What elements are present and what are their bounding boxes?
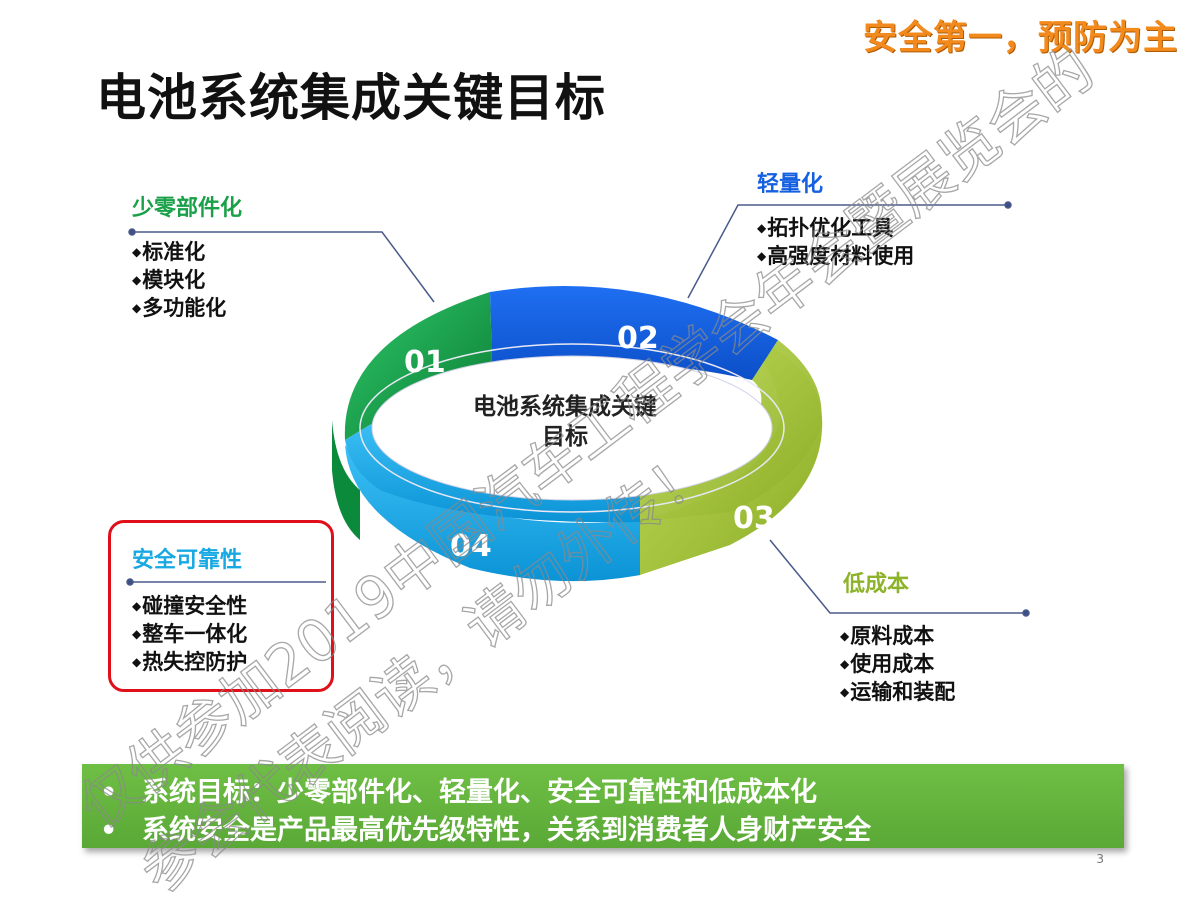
segment-04-number: 04	[450, 529, 492, 564]
page-number: 3	[1096, 852, 1104, 866]
ring-side-cyan	[345, 445, 640, 582]
list-item: ◆拓扑优化工具	[757, 216, 894, 240]
list-item: ◆模块化	[132, 268, 206, 292]
center-label-line2: 目标	[542, 424, 588, 450]
list-item: ◆多功能化	[132, 296, 227, 320]
center-label-line1: 电池系统集成关键	[473, 394, 657, 420]
diamond-bullet-icon: ◆	[132, 599, 142, 613]
diamond-bullet-icon: ◆	[132, 273, 142, 287]
category-title-02: 轻量化	[757, 172, 824, 197]
banner-line-2: •系统安全是产品最高优先级特性，关系到消费者人身财产安全	[100, 815, 871, 846]
diamond-bullet-icon: ◆	[757, 221, 767, 235]
ring-side-green	[332, 420, 360, 540]
category-list-02: ◆拓扑优化工具 ◆高强度材料使用	[757, 214, 914, 270]
diamond-bullet-icon: ◆	[132, 245, 142, 259]
segment-02-number: 02	[617, 321, 659, 356]
ring-hole	[371, 355, 773, 501]
banner-line-1: •系统目标：少零部件化、轻量化、安全可靠性和低成本化	[100, 777, 817, 808]
diamond-bullet-icon: ◆	[757, 249, 767, 263]
diamond-bullet-icon: ◆	[840, 657, 850, 671]
ring-top-green	[344, 292, 492, 440]
bullet-icon: •	[100, 815, 118, 846]
center-label: 电池系统集成关键 目标	[440, 392, 690, 452]
category-list-04: ◆碰撞安全性 ◆整车一体化 ◆热失控防护	[132, 592, 247, 676]
category-title-03: 低成本	[843, 572, 910, 597]
connector-01	[132, 231, 435, 303]
diamond-bullet-icon: ◆	[840, 685, 850, 699]
diamond-bullet-icon: ◆	[840, 629, 850, 643]
category-list-01: ◆标准化 ◆模块化 ◆多功能化	[132, 238, 226, 322]
list-item: ◆整车一体化	[132, 622, 248, 646]
segment-01-number: 01	[404, 345, 446, 380]
list-item: ◆标准化	[132, 240, 206, 264]
diamond-bullet-icon: ◆	[132, 655, 142, 669]
segment-03-number: 03	[733, 501, 775, 536]
list-item: ◆高强度材料使用	[757, 244, 915, 268]
highlight-box	[108, 520, 334, 692]
page-title: 电池系统集成关键目标	[96, 69, 606, 127]
diamond-bullet-icon: ◆	[132, 627, 142, 641]
list-item: ◆热失控防护	[132, 650, 248, 674]
slogan: 安全第一，预防为主	[863, 18, 1178, 58]
ring-side-lime	[640, 345, 823, 575]
summary-banner: •系统目标：少零部件化、轻量化、安全可靠性和低成本化 •系统安全是产品最高优先级…	[82, 764, 1124, 848]
category-title-04: 安全可靠性	[132, 548, 243, 573]
connector-lines	[126, 201, 1030, 617]
connector-03	[769, 539, 1026, 614]
connector-02	[687, 204, 1008, 299]
diamond-bullet-icon: ◆	[132, 301, 142, 315]
list-item: ◆原料成本	[840, 624, 935, 648]
category-title-01: 少零部件化	[132, 196, 243, 221]
list-item: ◆碰撞安全性	[132, 594, 248, 618]
list-item: ◆运输和装配	[840, 680, 956, 704]
list-item: ◆使用成本	[840, 652, 935, 676]
category-list-03: ◆原料成本 ◆使用成本 ◆运输和装配	[840, 622, 955, 706]
bullet-icon: •	[100, 777, 118, 808]
